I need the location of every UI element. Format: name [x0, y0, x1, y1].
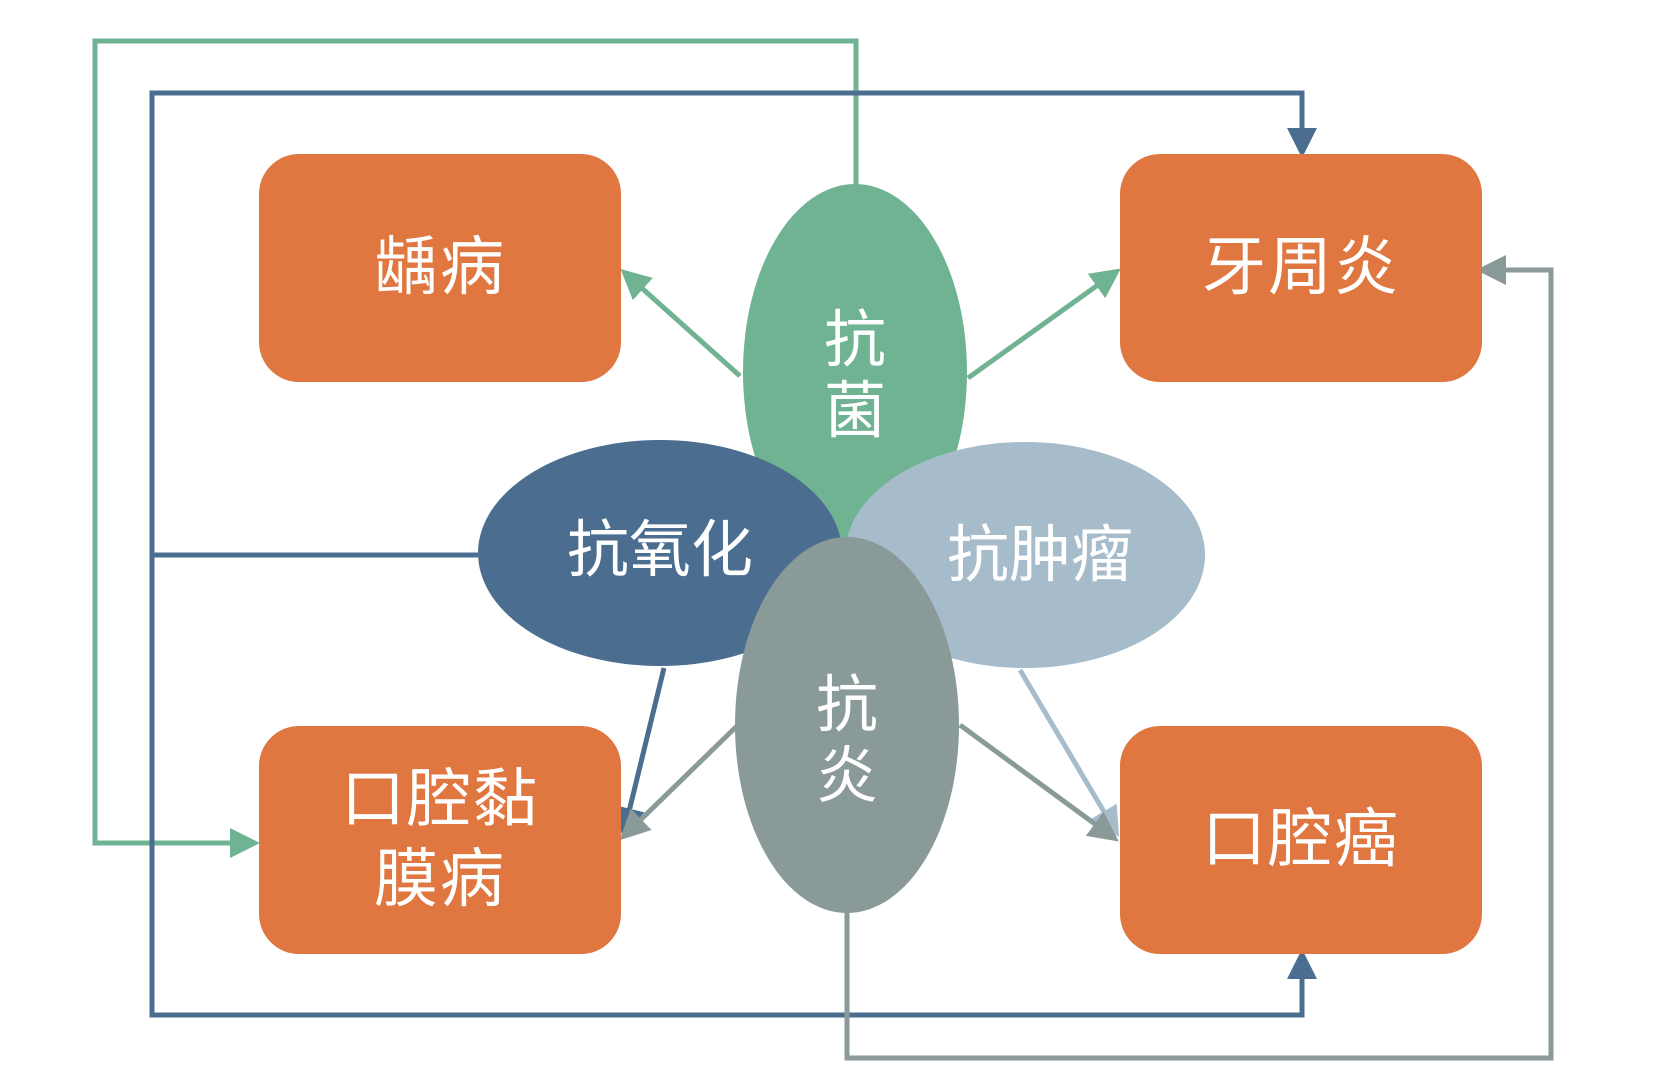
- connector-antioxidant-to-oral-cancer: [149, 555, 1317, 1018]
- connector-antioxidant-to-periodontitis: [149, 90, 1317, 555]
- periodontitis-box: 牙周炎: [1120, 154, 1482, 382]
- arrow-antibacterial-to-periodontitis: [966, 268, 1121, 381]
- arrow-antiinflammatory-to-oral-cancer: [958, 722, 1119, 842]
- antibacterial-petal: [743, 184, 967, 560]
- arrow-antiinflammatory-to-oral-mucosal: [619, 723, 740, 841]
- antioxidant-label: 抗氧化: [566, 513, 753, 587]
- caries-box: 龋病: [259, 154, 621, 382]
- antitumor-label: 抗肿瘤: [946, 518, 1133, 592]
- arrow-antibacterial-to-caries: [620, 268, 742, 378]
- antiinflammatory-petal: [735, 537, 959, 913]
- arrow-antitumor-to-oral-cancer: [1017, 668, 1120, 838]
- oral-cancer-box: 口腔癌: [1120, 726, 1482, 954]
- connector-antibacterial-to-oral-mucosal: [92, 38, 859, 858]
- antioxidant-petal: [478, 440, 842, 666]
- antibacterial-label: 抗 菌: [823, 302, 886, 447]
- connector-antiinflammatory-to-periodontitis: [844, 255, 1554, 1061]
- arrow-antioxidant-to-oral-mucosal: [615, 667, 667, 838]
- antiinflammatory-label: 抗 炎: [815, 667, 878, 812]
- oral-mucosal-disease-box: 口腔黏 膜病: [259, 726, 621, 954]
